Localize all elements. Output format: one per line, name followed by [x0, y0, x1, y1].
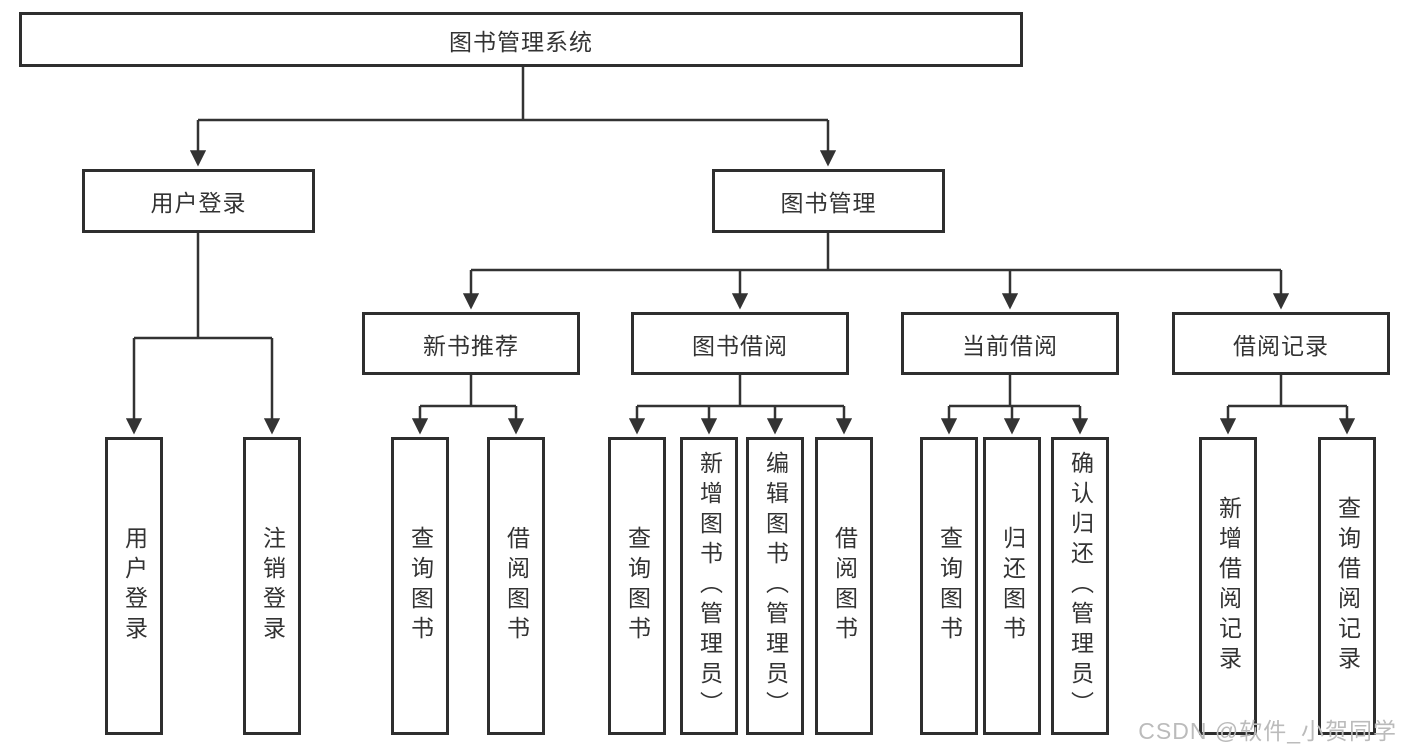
- leaf-add-borrow-record: 新增借阅记录: [1199, 437, 1257, 735]
- leaf-confirm-return-admin: 确认归还（管理员）: [1051, 437, 1109, 735]
- node-current-borrow: 当前借阅: [901, 312, 1119, 375]
- leaf-add-books-admin-label: 新增图书（管理员）: [696, 451, 723, 721]
- leaf-logout-label: 注销登录: [259, 526, 286, 646]
- node-root-system: 图书管理系统: [19, 12, 1023, 67]
- node-book-management: 图书管理: [712, 169, 945, 233]
- leaf-return-books-label: 归还图书: [999, 526, 1026, 646]
- leaf-user-login: 用户登录: [105, 437, 163, 735]
- leaf-recommend-query-books: 查询图书: [391, 437, 449, 735]
- node-user-login-label: 用户登录: [150, 190, 247, 216]
- node-borrow-records-label: 借阅记录: [1233, 332, 1329, 359]
- leaf-edit-books-admin: 编辑图书（管理员）: [746, 437, 804, 735]
- leaf-return-books: 归还图书: [983, 437, 1041, 735]
- leaf-borrow-query-books-label: 查询图书: [624, 526, 651, 646]
- node-borrow-records: 借阅记录: [1172, 312, 1390, 375]
- node-user-login: 用户登录: [82, 169, 315, 233]
- node-current-borrow-label: 当前借阅: [962, 332, 1058, 359]
- csdn-watermark: CSDN @软件_小贺同学: [1138, 718, 1397, 744]
- leaf-borrow-books: 借阅图书: [815, 437, 873, 735]
- leaf-add-books-admin: 新增图书（管理员）: [680, 437, 738, 735]
- leaf-current-query-books: 查询图书: [920, 437, 978, 735]
- leaf-recommend-borrow-books-label: 借阅图书: [503, 526, 530, 646]
- node-book-borrow: 图书借阅: [631, 312, 849, 375]
- node-book-management-label: 图书管理: [780, 190, 877, 216]
- node-new-book-recommend: 新书推荐: [362, 312, 580, 375]
- leaf-recommend-borrow-books: 借阅图书: [487, 437, 545, 735]
- leaf-edit-books-admin-label: 编辑图书（管理员）: [762, 451, 789, 721]
- leaf-user-login-label: 用户登录: [121, 526, 148, 646]
- leaf-confirm-return-admin-label: 确认归还（管理员）: [1067, 451, 1094, 721]
- leaf-borrow-books-label: 借阅图书: [831, 526, 858, 646]
- leaf-recommend-query-books-label: 查询图书: [407, 526, 434, 646]
- leaf-query-borrow-record: 查询借阅记录: [1318, 437, 1376, 735]
- node-root-system-label: 图书管理系统: [449, 28, 593, 55]
- leaf-query-borrow-record-label: 查询借阅记录: [1334, 496, 1361, 676]
- leaf-borrow-query-books: 查询图书: [608, 437, 666, 735]
- node-book-borrow-label: 图书借阅: [692, 332, 788, 359]
- leaf-current-query-books-label: 查询图书: [936, 526, 963, 646]
- leaf-add-borrow-record-label: 新增借阅记录: [1215, 496, 1242, 676]
- leaf-logout: 注销登录: [243, 437, 301, 735]
- node-new-book-recommend-label: 新书推荐: [423, 332, 519, 359]
